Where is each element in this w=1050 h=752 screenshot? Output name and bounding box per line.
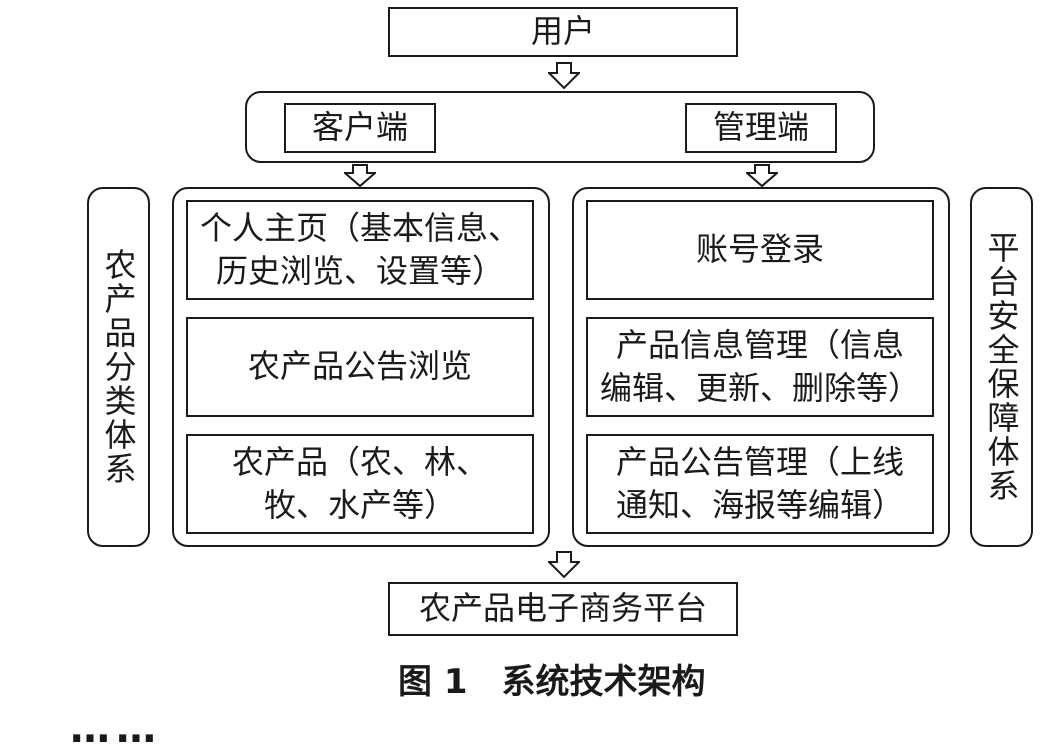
admin-item-text: 产品信息管理（信息 编辑、更新、删除等） (599, 325, 920, 407)
client-item-text: 农产品（农、林、 牧、水产等） (231, 442, 488, 524)
arrow-down-icon (344, 164, 376, 188)
category-system-box: 农产品分类体系 (87, 187, 150, 547)
client-item: 个人主页（基本信息、 历史浏览、设置等） (186, 200, 534, 300)
admin-item-text: 账号登录 (695, 230, 824, 269)
user-box: 用户 (388, 7, 738, 57)
client-item-text: 个人主页（基本信息、 历史浏览、设置等） (199, 208, 520, 290)
client-item-text: 农产品公告浏览 (247, 347, 472, 386)
cropped-heading-text: …… (70, 706, 162, 752)
category-system-label: 农产品分类体系 (99, 248, 138, 486)
client-item: 农产品（农、林、 牧、水产等） (186, 434, 534, 534)
user-label: 用户 (530, 12, 595, 51)
platform-box: 农产品电子商务平台 (388, 582, 738, 636)
arrow-down-icon (548, 62, 580, 90)
security-system-label: 平台安全保障体系 (982, 231, 1021, 503)
admin-item-text: 产品公告管理（上线 通知、海报等编辑） (615, 442, 904, 524)
client-label: 客户端 (311, 108, 408, 147)
admin-item: 产品信息管理（信息 编辑、更新、删除等） (586, 317, 934, 417)
arrow-down-icon (548, 551, 580, 579)
client-item: 农产品公告浏览 (186, 317, 534, 417)
client-box: 客户端 (284, 103, 436, 153)
admin-item: 产品公告管理（上线 通知、海报等编辑） (586, 434, 934, 534)
figure-caption: 图 1 系统技术架构 (398, 662, 706, 702)
arrow-down-icon (746, 164, 778, 188)
admin-box: 管理端 (685, 103, 837, 153)
admin-label: 管理端 (712, 108, 809, 147)
platform-label: 农产品电子商务平台 (418, 589, 707, 628)
security-system-box: 平台安全保障体系 (970, 187, 1033, 547)
admin-item: 账号登录 (586, 200, 934, 300)
